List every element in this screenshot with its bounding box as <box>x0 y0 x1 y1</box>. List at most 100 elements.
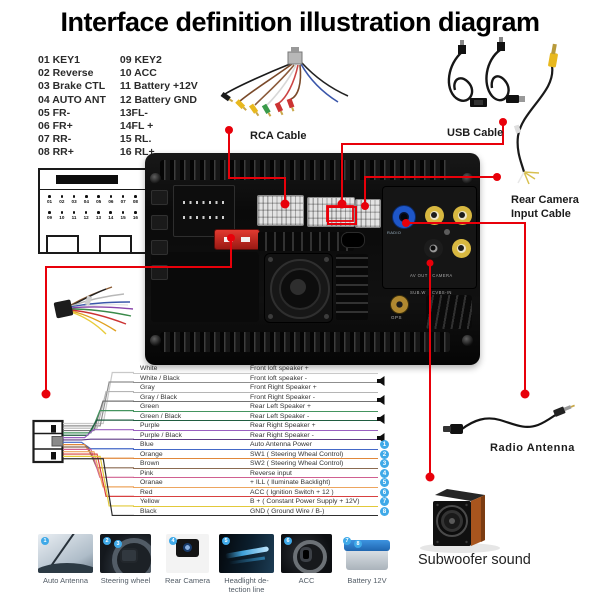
pin-definition: 11 Battery +12V <box>119 80 198 93</box>
connector-pin: 11 <box>72 211 76 220</box>
rca-jack-yellow <box>452 205 472 225</box>
head-unit-rear-panel: RADIO AV OUT CAMERA SUB.W CVBS-IN GPS <box>145 153 480 365</box>
wire-number-badge: 1 <box>380 440 389 450</box>
fuse-holder <box>214 229 260 250</box>
heatsink-fins-bottom <box>160 332 450 352</box>
screw-icon <box>150 173 161 184</box>
pin-definition: 02 Reverse <box>38 67 94 80</box>
wire-color-name: Gray / Black <box>140 393 178 401</box>
mounting-tab <box>151 240 168 255</box>
wire-function: Front Right Speaker + <box>250 384 317 392</box>
thumbnail-number-badge: 4 <box>169 537 177 545</box>
wire-color-name: Purple / Black <box>140 431 182 439</box>
auto-antenna-label: Auto Antenna <box>42 576 89 585</box>
wire-function: Reverse input <box>250 469 292 477</box>
speaker-icon <box>377 392 388 406</box>
mounting-tab <box>151 190 168 205</box>
vent-slats-right <box>426 295 472 329</box>
gps-antenna-connector <box>390 295 409 314</box>
jack-text-line1: AV OUT CAMERA <box>410 273 453 279</box>
wire-color-name: Blue <box>140 441 154 449</box>
wire-function: SW2 ( Steering Wheal Control) <box>250 460 344 468</box>
screw-icon <box>150 335 161 346</box>
connector-pin: 07 <box>121 195 126 204</box>
thumbnail-number-badge: 5 <box>222 537 230 545</box>
pin-header-block <box>173 185 235 237</box>
rca-cable-illustration <box>220 47 349 117</box>
steering-wheel-label: Steering wheel <box>100 576 151 585</box>
wire-function: Rear Left Speaker - <box>250 412 310 420</box>
pin-definition: 05 FR- <box>38 106 71 119</box>
speaker-icon <box>377 430 388 444</box>
usb-cable-illustration <box>447 37 525 107</box>
battery-thumbnail <box>340 534 394 573</box>
radio-jack-label: RADIO <box>387 230 402 235</box>
wire-bundle-illustration <box>53 286 134 335</box>
thumbnail-number-badge: 6 <box>284 537 292 545</box>
thumbnail-number-badge: 8 <box>354 540 362 548</box>
pin-definition: 14FL + <box>119 120 154 133</box>
connector-pin: 03 <box>72 195 77 204</box>
screw-icon <box>462 335 473 346</box>
rca-jack-yellow <box>424 205 444 225</box>
thumbnail-number-badge: 3 <box>114 540 122 548</box>
wire-function: Front loft speaker - <box>250 374 308 382</box>
battery-label: Battery 12V <box>347 576 387 585</box>
rear-camera-thumbnail <box>166 534 209 573</box>
rear-camera-label: Rear Camera <box>164 576 210 585</box>
wire-function: Front Right Speaker - <box>250 393 315 401</box>
chassis-recess <box>151 252 259 322</box>
connector-pin: 14 <box>108 211 113 220</box>
connector-pin: 09 <box>47 211 52 220</box>
wire-number-badge: 7 <box>380 497 389 507</box>
wire-color-name: White / Black <box>140 374 180 382</box>
speaker-icon <box>377 373 388 387</box>
pin-definition: 08 RR+ <box>38 146 74 159</box>
thumbnail-number-badge: 7 <box>343 537 351 545</box>
wire-function: SW1 ( Steering Wheal Control) <box>250 450 344 458</box>
screw-icon <box>462 173 473 184</box>
harness-connector-illustration <box>32 419 64 464</box>
wire-function: + ILL ( Iluminate Backlight) <box>250 479 331 487</box>
thumbnail-number-badge: 1 <box>41 537 49 545</box>
connector-pin: 13 <box>96 211 101 220</box>
connector-pin: 06 <box>108 195 113 204</box>
wire-function: Rear Left Speaker + <box>250 403 312 411</box>
wire-number-badge: 8 <box>380 506 389 516</box>
wire-color-name: Brown <box>140 460 160 468</box>
wire-row: Purple / Black Rear Right Speaker - <box>133 430 378 441</box>
pin-definition: 03 Brake CTL <box>38 80 106 93</box>
pin-definition: 06 FR+ <box>38 120 73 133</box>
mounting-tab <box>151 265 168 280</box>
wire-function: B + ( Constant Power Supply + 12V) <box>250 498 360 506</box>
pin-definition: 15 RL. <box>119 133 152 146</box>
subwoofer-label: Subwoofer sound <box>418 552 531 568</box>
av-jack-panel: RADIO AV OUT CAMERA SUB.W CVBS-IN <box>382 186 477 295</box>
wire-function: Rear Right Speaker - <box>250 431 314 439</box>
pin-definition: 04 AUTO ANT <box>38 93 106 106</box>
radio-antenna-jack <box>392 205 416 229</box>
wire-color-name: Yellow <box>140 498 160 506</box>
usb-cable-label: USB Cable <box>447 127 504 139</box>
connector-pin: 12 <box>84 211 89 220</box>
radio-antenna-illustration <box>443 404 575 434</box>
wire-function: GND ( Ground Wire / B-) <box>250 507 325 515</box>
headlight-label: Headlight de-tection line <box>224 576 269 594</box>
speaker-icon <box>377 411 388 425</box>
acc-label: ACC <box>298 576 315 585</box>
connector-pin: 01 <box>47 195 52 204</box>
wire-number-badge: 6 <box>380 487 389 497</box>
